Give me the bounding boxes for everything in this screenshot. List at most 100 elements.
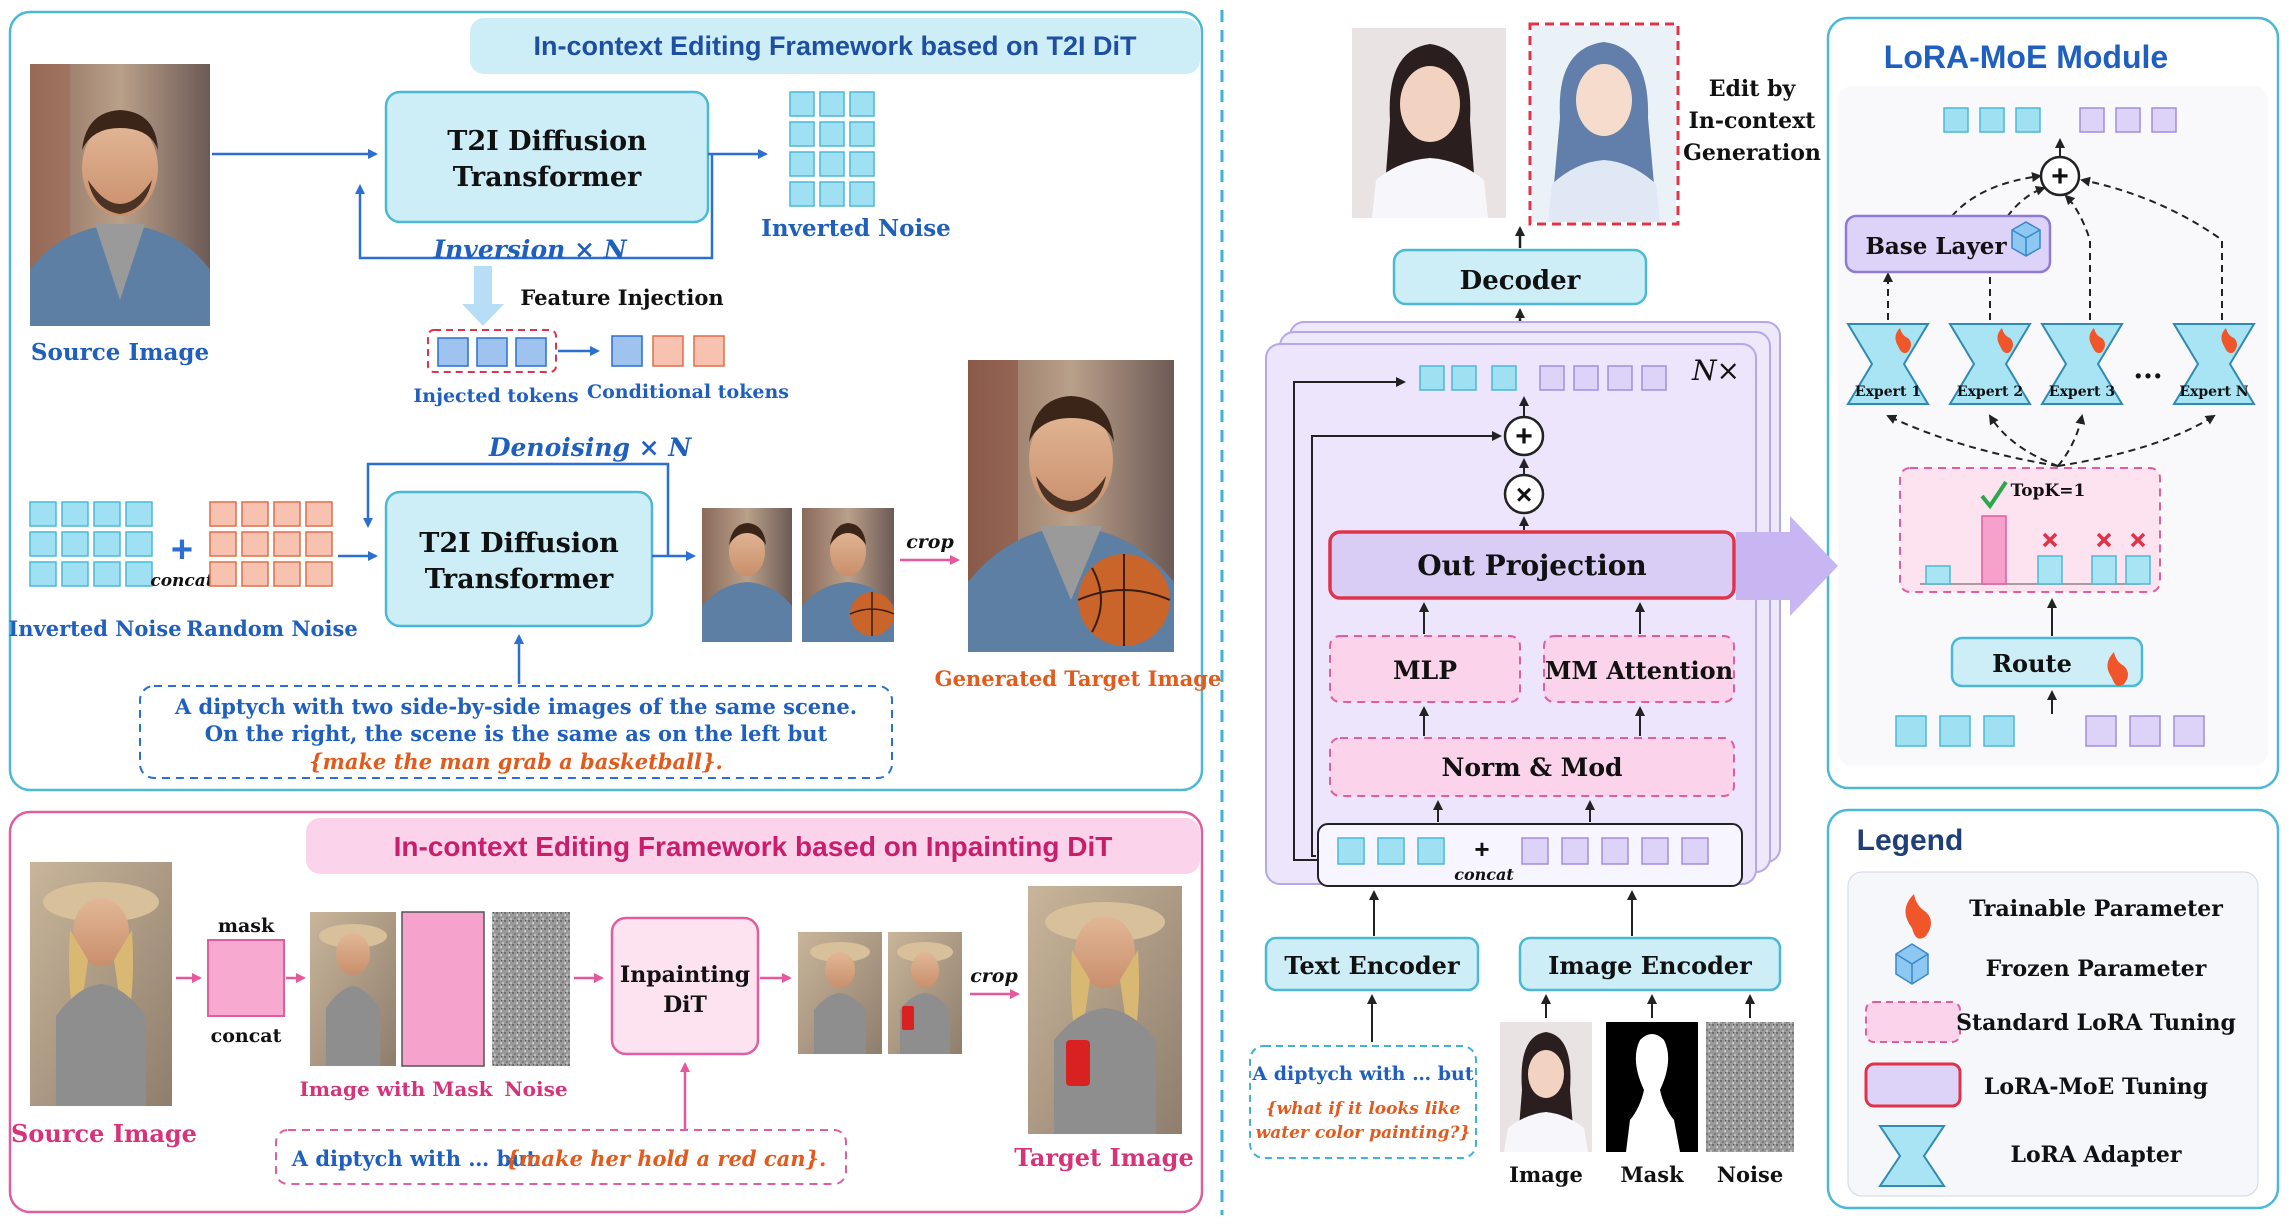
t2i-transformer-bottom-line2: Transformer: [425, 564, 614, 595]
inpaint-target-image: [1028, 886, 1182, 1134]
lora-moe-title: LoRA-MoE Module: [1884, 39, 2168, 75]
t2i-transformer-bottom: [384, 490, 654, 628]
base-to-sum: [1951, 172, 2042, 217]
feature-injection-label: Feature Injection: [520, 285, 723, 310]
t2i-panel: [8, 10, 1204, 792]
inpainting-dit-line2: DiT: [663, 992, 707, 1018]
t2i-title: In-context Editing Framework based on T2…: [533, 31, 1137, 61]
expert-1-label: Expert 1: [1855, 384, 1921, 400]
nx-label: N×: [1691, 354, 1740, 387]
plus-concat-symbol: +: [171, 529, 193, 571]
expert-3: Expert 3: [2040, 323, 2124, 405]
t2i-transformer-top: [384, 90, 710, 224]
t2i-source-image: [30, 64, 210, 326]
center-prompt-line3: water color painting?}: [1256, 1123, 1471, 1143]
legend-adapter-icon: [1878, 1125, 1946, 1187]
center-prompt-line1: A diptych with … but: [1251, 1063, 1473, 1085]
inpaint-panel: [8, 810, 1204, 1214]
legend-standard-lora: Standard LoRA Tuning: [1956, 1010, 2236, 1036]
image-with-mask: [310, 911, 485, 1067]
edit-line2: In-context: [1689, 108, 1817, 134]
mask-thumb-label: Mask: [1620, 1162, 1684, 1187]
route-fire-icon: [2107, 652, 2128, 686]
mm-attention-box: [1543, 635, 1735, 703]
moe-zoom-arrow: [1736, 516, 1838, 616]
t2i-prompt-line1: A diptych with two side-by-side images o…: [174, 694, 857, 719]
mask-op-box: [207, 939, 285, 1017]
t2i-diptych-right: [802, 508, 895, 642]
t2i-transformer-bottom-line1: T2I Diffusion: [419, 528, 619, 559]
base-layer-label: Base Layer: [1865, 233, 2007, 260]
t2i-prompt-instruction: {make the man grab a basketball}.: [309, 749, 723, 774]
router-to-expert2: [1988, 414, 2059, 467]
inpaint-target-label: Target Image: [1014, 1143, 1193, 1172]
mlp-box: [1329, 635, 1521, 703]
inpaint-diptych-right: [888, 932, 962, 1054]
lora-moe-panel: [1826, 16, 2280, 790]
text-encoder-label: Text Encoder: [1284, 951, 1460, 980]
legend-panel: [1826, 808, 2280, 1210]
feature-injection-arrow: [462, 266, 504, 326]
router-to-expert3: [2057, 414, 2086, 467]
generated-target-label: Generated Target Image: [935, 666, 1222, 691]
encoder-noise-thumb: [1706, 1022, 1794, 1152]
moe-input-tokens: [1895, 715, 2205, 747]
mlp-label: MLP: [1393, 656, 1457, 685]
t2i-source-label: Source Image: [31, 339, 209, 366]
expert-1: Expert 1: [1846, 323, 1930, 405]
experts-ellipsis: ...: [2133, 352, 2162, 385]
denoising-label: Denoising × N: [488, 433, 693, 462]
crop-label-t2i: crop: [906, 531, 954, 553]
gating-bar-n: [2125, 555, 2151, 585]
expert-n: Expert N: [2172, 323, 2256, 405]
frozen-ice-icon: [2011, 221, 2041, 257]
expert-3-label: Expert 3: [2049, 384, 2115, 400]
expert-n-label: Expert N: [2179, 384, 2248, 400]
output-tokens: [1419, 365, 1667, 391]
legend-trainable: Trainable Parameter: [1969, 896, 2223, 922]
noise-thumb-label: Noise: [1717, 1162, 1783, 1187]
inversion-loop: [355, 154, 714, 260]
image-encoder-box: [1518, 936, 1782, 992]
inverted-noise-grid-top: [789, 91, 875, 207]
legend-ice-icon: [1895, 943, 1929, 985]
image-encoder-label: Image Encoder: [1548, 951, 1752, 980]
norm-mod-label: Norm & Mod: [1442, 753, 1623, 782]
center-prompt-box: [1249, 1045, 1477, 1159]
inpaint-source-label: Source Image: [11, 1119, 197, 1148]
norm-mod-box: [1329, 737, 1735, 797]
t2i-diptych-left: [702, 508, 792, 642]
input-plus: +: [1474, 834, 1489, 864]
center-edited-portrait: [1528, 22, 1680, 226]
base-layer-box: [1844, 214, 2052, 274]
expertN-to-sum: [2080, 176, 2223, 320]
input-tokens: [1337, 837, 1709, 865]
noise-image-inpaint: [492, 912, 570, 1066]
inpaint-diptych-left: [798, 932, 882, 1054]
inpainting-dit-line1: Inpainting: [620, 962, 750, 988]
injected-tokens-label: Injected tokens: [413, 385, 578, 407]
denoising-loop: [363, 462, 670, 556]
conditional-tokens: [611, 335, 725, 367]
legend-standard-swatch: [1865, 1001, 1961, 1043]
legend-adapter: LoRA Adapter: [2011, 1142, 2182, 1168]
conditional-tokens-label: Conditional tokens: [587, 381, 789, 403]
inpaint-title: In-context Editing Framework based on In…: [394, 831, 1113, 862]
moe-output-tokens: [1943, 107, 2177, 133]
encoder-image-thumb: [1500, 1022, 1592, 1152]
legend-lora-moe: LoRA-MoE Tuning: [1984, 1074, 2208, 1100]
inpaint-prompt-instruction: {make her hold a red can}.: [506, 1146, 827, 1171]
inpaint-source-image: [30, 862, 172, 1106]
center-source-portrait: [1352, 28, 1506, 218]
decoder-box: [1392, 248, 1648, 306]
route-label: Route: [1992, 649, 2072, 678]
center-prompt-line2: {what if it looks like: [1266, 1099, 1461, 1119]
inverted-noise-label-bottom: Inverted Noise: [8, 616, 181, 641]
add-symbol: +: [1515, 420, 1533, 453]
expert-2: Expert 2: [1948, 323, 2032, 405]
crop-label-inpaint: crop: [970, 965, 1018, 987]
encoder-mask-thumb: [1606, 1022, 1698, 1152]
legend-inner: [1847, 871, 2259, 1197]
